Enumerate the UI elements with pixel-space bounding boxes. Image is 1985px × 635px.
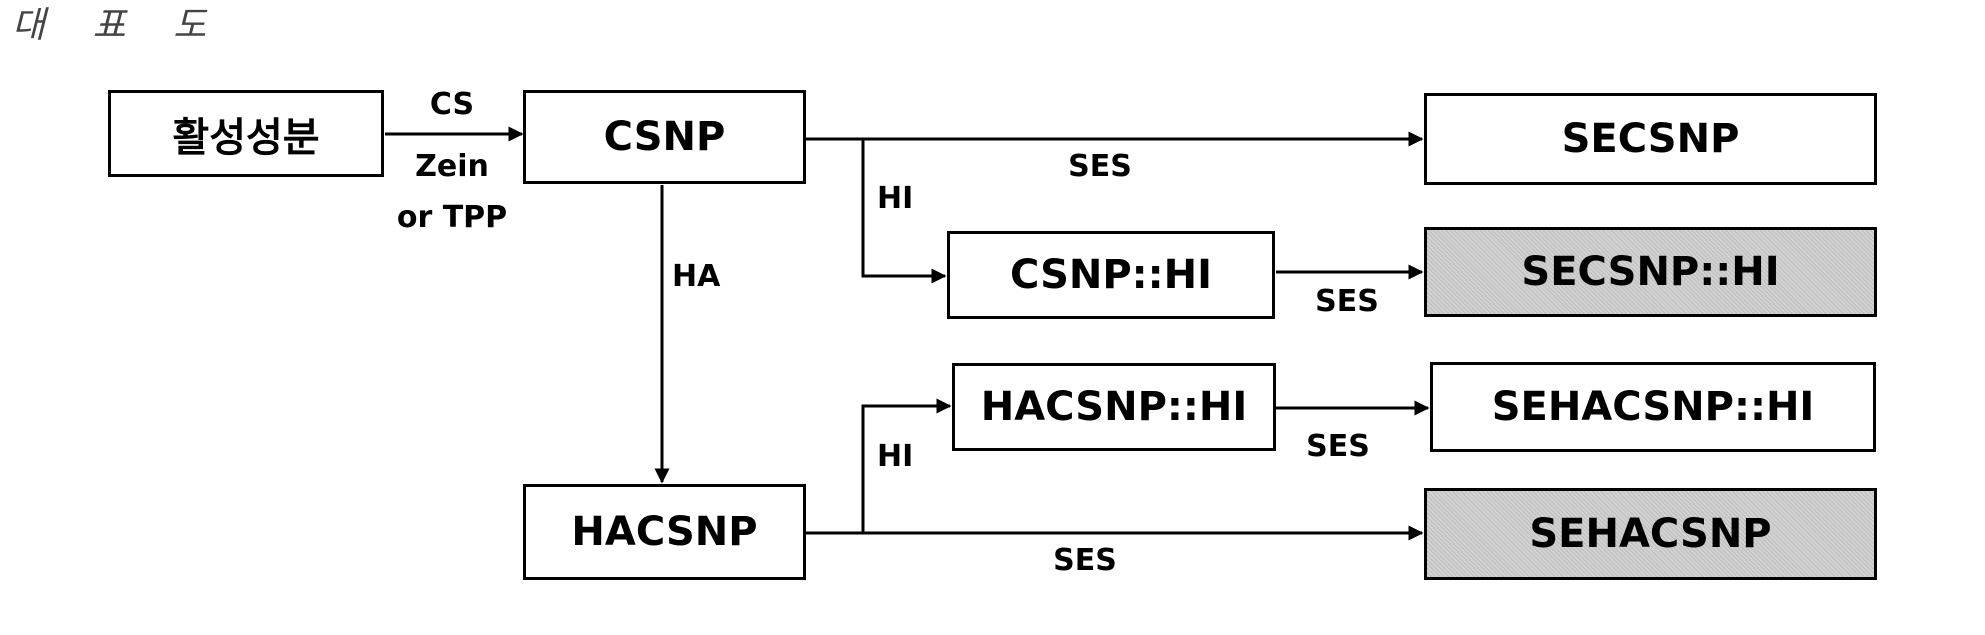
edge-label-ses-csnp-secsnp: SES	[1068, 152, 1132, 182]
edge-label-or-tpp: or TPP	[397, 203, 507, 233]
edge-label-ses-csnphi-secsnphi: SES	[1315, 287, 1379, 317]
sehacsnp-hi-box: SEHACSNP::HI	[1430, 362, 1876, 452]
csnp-box: CSNP	[523, 90, 806, 184]
sehacsnp-box: SEHACSNP	[1424, 488, 1877, 580]
hacsnp-box: HACSNP	[523, 484, 806, 580]
edge-label-ses-hacsnp-sehacsnp: SES	[1053, 546, 1117, 576]
edge-label-cs: CS	[430, 90, 474, 120]
hacsnp-hi-box: HACSNP::HI	[952, 363, 1276, 451]
edge-label-ha: HA	[672, 262, 720, 292]
edge-label-hi-top: HI	[877, 184, 913, 214]
active-ingredient-box: 활성성분	[108, 90, 384, 177]
edge-label-ses-hacsnphi-sehacsnphi: SES	[1306, 432, 1370, 462]
edge-label-hi-bottom: HI	[877, 442, 913, 472]
edge-label-zein: Zein	[415, 152, 489, 182]
secsnp-hi-box: SECSNP::HI	[1424, 227, 1877, 317]
secsnp-box: SECSNP	[1424, 93, 1877, 185]
csnp-hi-box: CSNP::HI	[947, 231, 1275, 319]
